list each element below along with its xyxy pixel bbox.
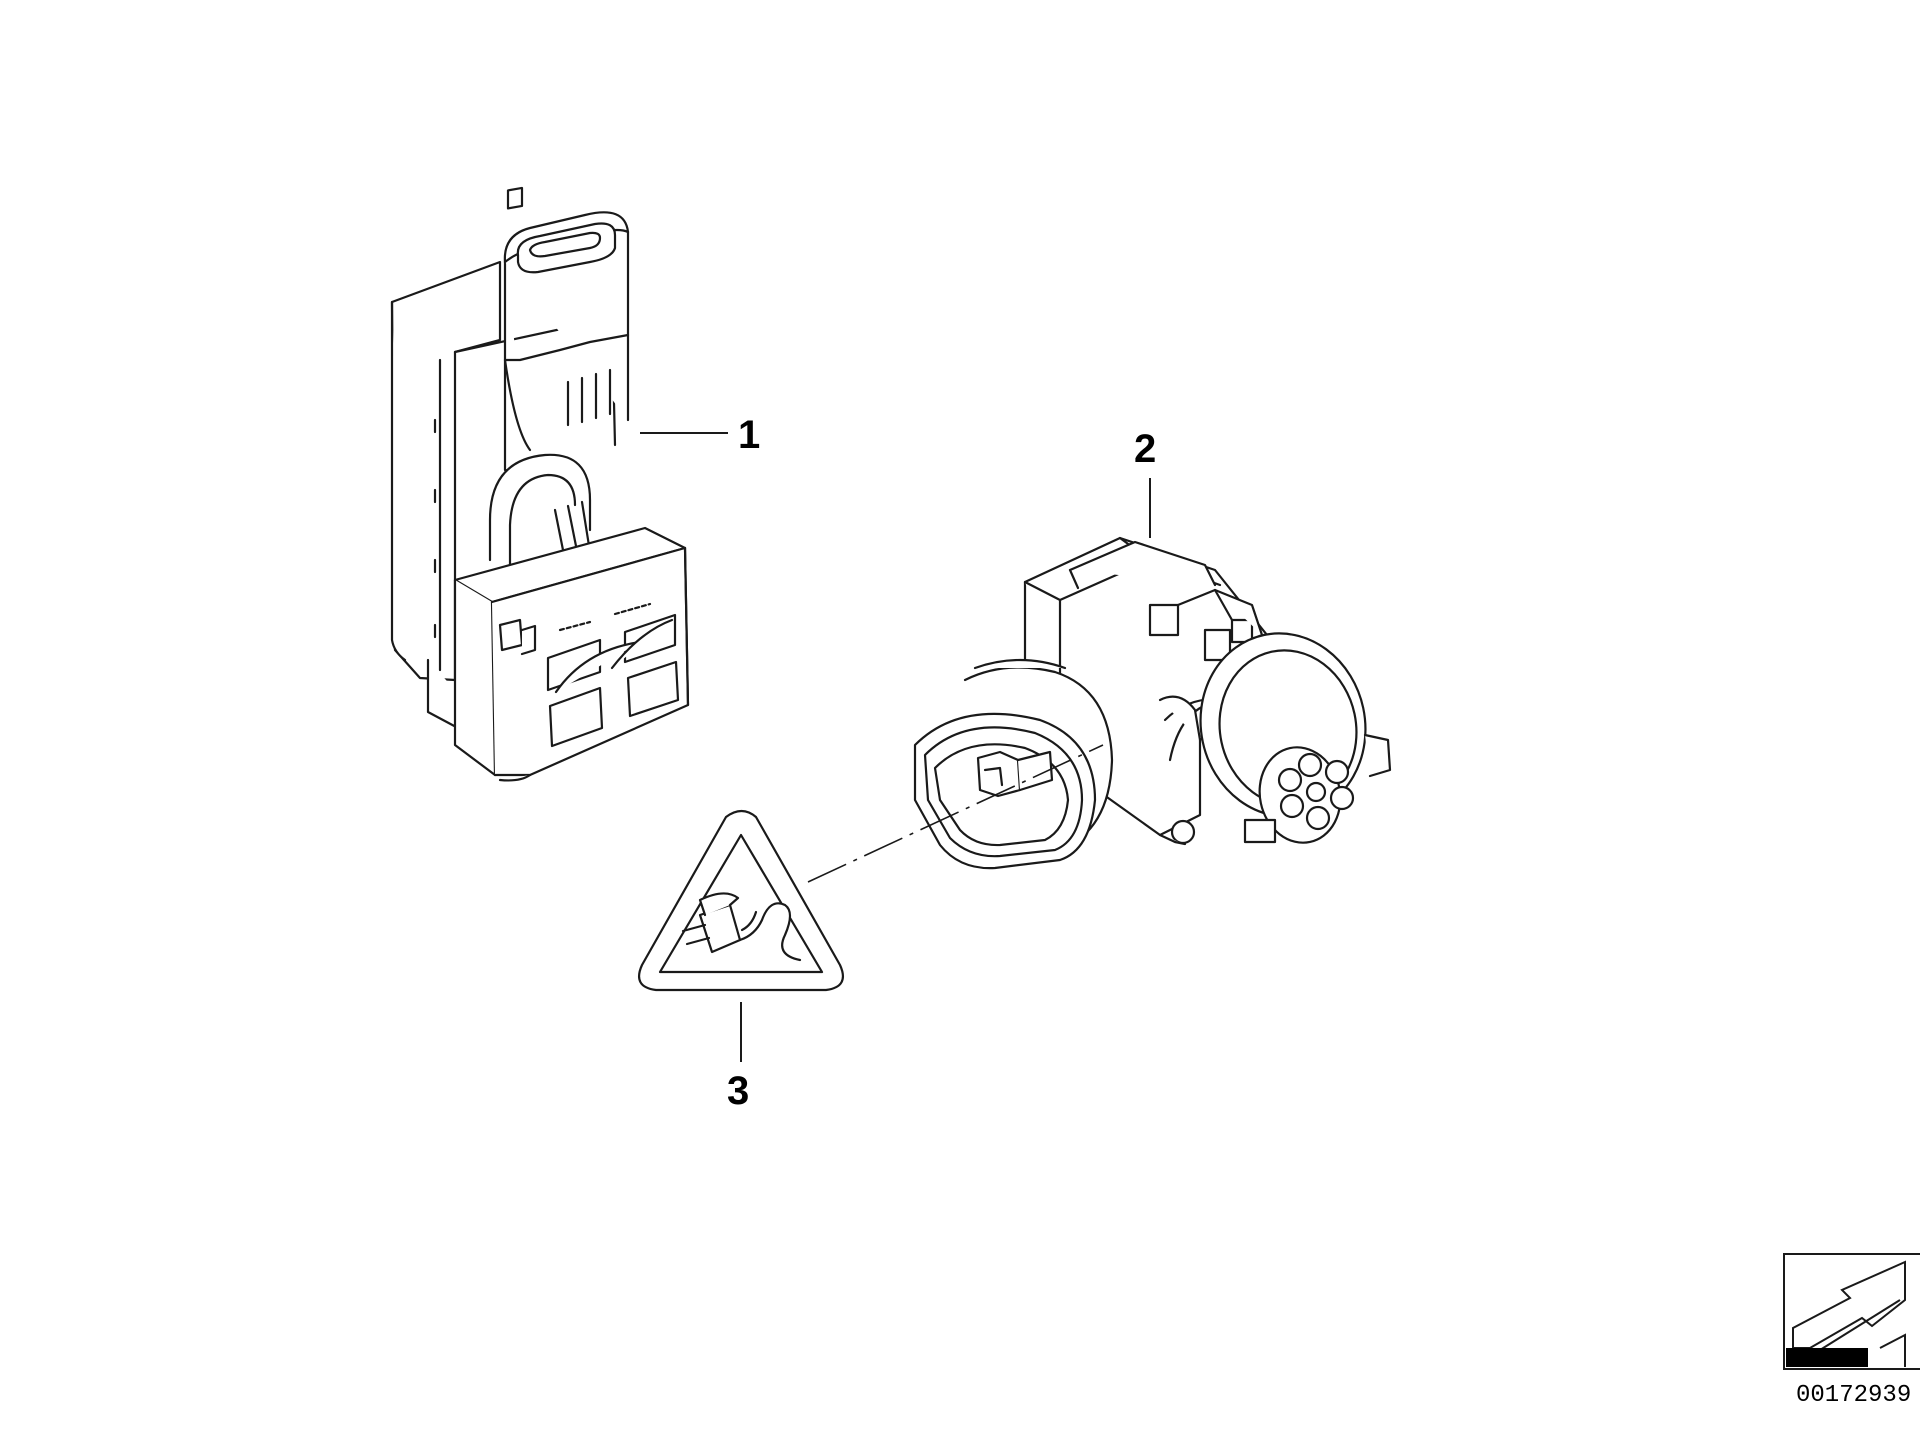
assembly-link-line: [807, 744, 1104, 883]
arrow-pointing-to-vehicle-icon: [1783, 1253, 1920, 1370]
callout-2-label: 2: [1134, 427, 1156, 471]
warning-triangle-plug-icon: [639, 811, 843, 990]
callout-1[interactable]: 1: [640, 413, 760, 457]
callout-3[interactable]: 3: [727, 1002, 749, 1113]
callout-3-label: 3: [727, 1069, 749, 1113]
callout-2[interactable]: 2: [1134, 427, 1156, 538]
round-plug-connector-icon: [915, 538, 1390, 868]
drawing-number: 00172939: [1796, 1382, 1911, 1409]
callout-1-label: 1: [738, 413, 760, 457]
pressure-sensor-module-icon: [392, 188, 688, 780]
